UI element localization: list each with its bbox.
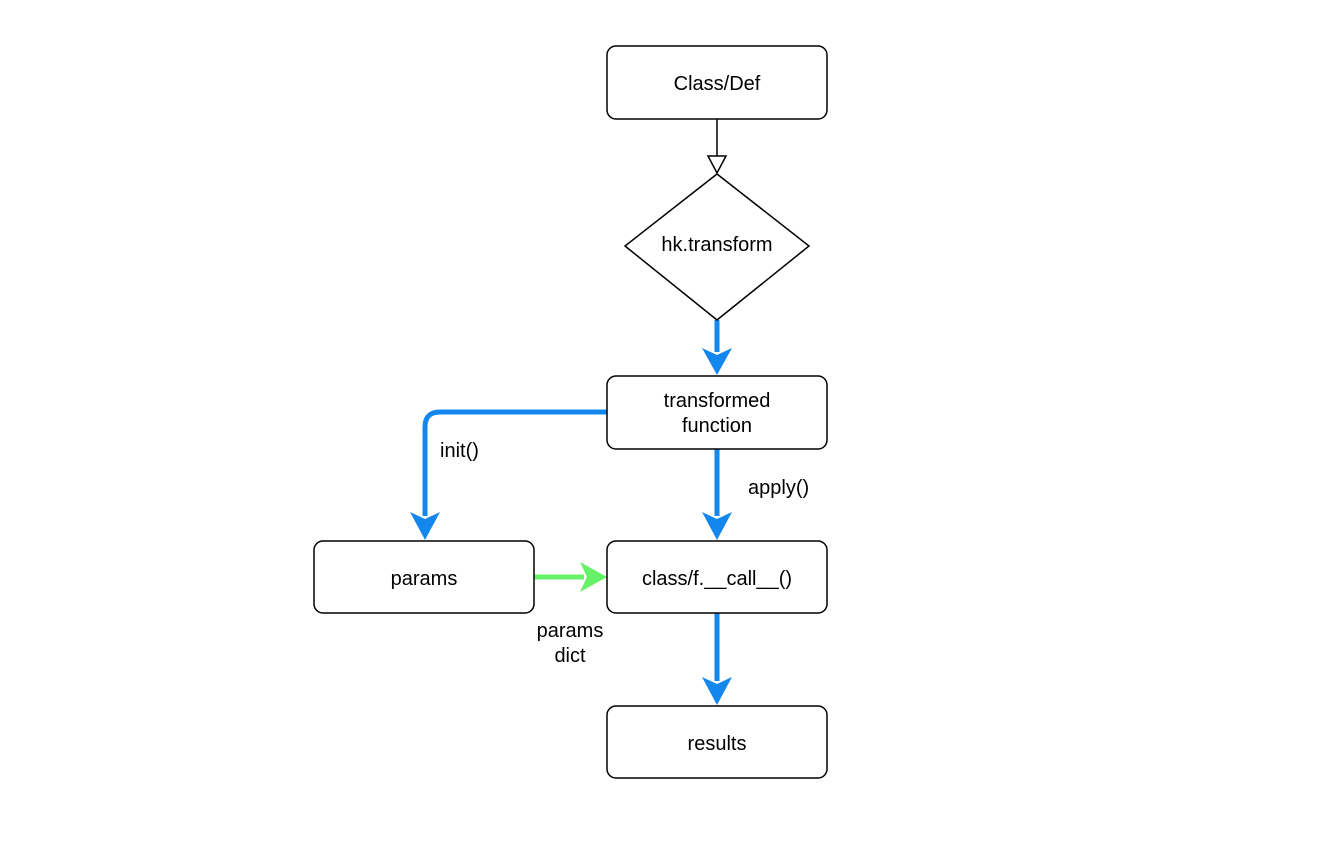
edge-params-to-call: params dict [534,562,607,667]
blue-arrowhead-icon [702,677,732,705]
node-transformed-function-box [606,375,828,450]
edge-params-dict-label-line1: params [537,620,604,642]
node-class-def[interactable]: Class/Def [606,45,828,120]
edge-init-line [422,409,607,516]
node-class-def-label: Class/Def [674,73,761,95]
node-hk-transform[interactable]: hk.transform [623,173,811,321]
edge-transform-to-transformed [702,320,732,375]
node-params[interactable]: params [313,540,535,614]
node-call-label: class/f.__call__() [642,568,792,590]
blue-arrowhead-icon [702,512,732,540]
node-call-box [606,540,828,614]
edge-params-dict-label-line2: dict [554,645,586,667]
edge-apply-label: apply() [748,477,809,499]
node-transformed-function-label-line1: transformed [664,390,771,412]
node-params-label: params [391,568,458,590]
blue-arrowhead-icon [702,348,732,375]
node-results-box [606,705,828,779]
green-arrowhead-icon [580,562,607,592]
node-results-label: results [688,733,747,755]
edge-call-to-results [702,613,732,705]
edge-class-to-transform [706,119,728,175]
node-params-box [313,540,535,614]
node-call[interactable]: class/f.__call__() [606,540,828,614]
hollow-triangle-arrowhead-icon [706,155,728,175]
node-transformed-function-label-line2: function [682,415,752,437]
node-class-def-box [606,45,828,120]
node-results[interactable]: results [606,705,828,779]
edge-init: init() [410,409,607,540]
node-transformed-function[interactable]: transformed function [606,375,828,450]
node-hk-transform-label: hk.transform [661,234,772,256]
edge-apply: apply() [702,449,809,540]
blue-arrowhead-icon [410,512,440,540]
edge-init-label: init() [440,440,479,462]
node-hk-transform-diamond [623,173,811,321]
